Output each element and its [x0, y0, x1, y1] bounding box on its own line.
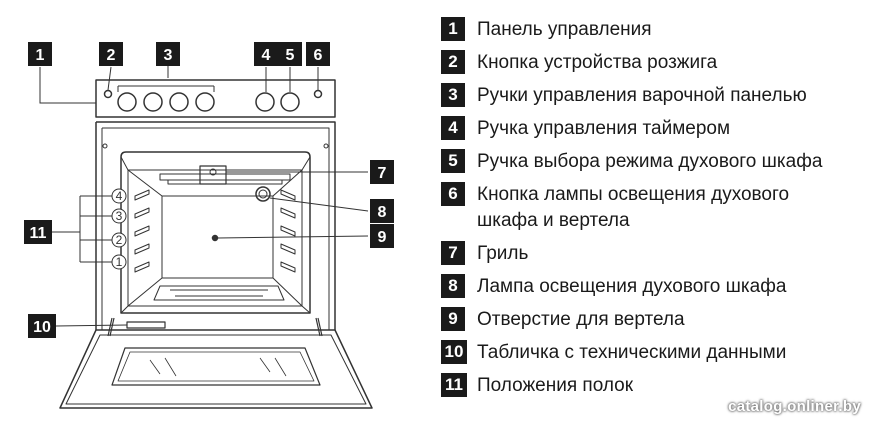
legend-item-8: 8 Лампа освещения духового шкафа	[441, 274, 881, 300]
callout-3: 3	[164, 47, 173, 64]
callout-10: 10	[33, 319, 51, 336]
legend-number: 4	[441, 116, 465, 140]
mode-knob	[280, 92, 300, 112]
legend-label: Кнопка лампы освещения духового шкафа и …	[477, 184, 790, 231]
right-shelf-guides	[280, 189, 296, 273]
oven-diagram: 4 3 2 1 1 2 3 4 5 6 7 8 9 10 11	[24, 42, 394, 409]
legend-item-3: 3 Ручки управления варочной панелью	[441, 83, 881, 109]
oven-lamp	[255, 186, 271, 202]
legend-label: Ручки управления варочной панелью	[477, 85, 807, 106]
timer-knob	[255, 92, 275, 112]
legend-label: Положения полок	[477, 375, 634, 396]
legend-item-2: 2 Кнопка устройства розжига	[441, 50, 881, 76]
legend-label: Лампа освещения духового шкафа	[477, 276, 787, 297]
legend-label: Панель управления	[477, 19, 652, 40]
callout-1: 1	[36, 47, 45, 64]
legend-item-4: 4 Ручка управления таймером	[441, 116, 881, 142]
legend-number: 11	[441, 373, 467, 397]
left-shelf-guides	[134, 189, 150, 273]
callout-8: 8	[378, 204, 387, 221]
lamp-button	[313, 89, 323, 99]
legend-item-11: 11 Положения полок	[441, 373, 881, 399]
callout-5: 5	[286, 47, 295, 64]
callout-7: 7	[378, 165, 387, 182]
legend-label: Табличка с техническими данными	[477, 342, 787, 363]
legend-item-6: 6 Кнопка лампы освещения духового шкафа …	[441, 182, 881, 234]
legend-label: Отверстие для вертела	[477, 309, 685, 330]
hob-knob-4	[195, 92, 215, 112]
callout-11: 11	[30, 225, 47, 242]
legend-item-9: 9 Отверстие для вертела	[441, 307, 881, 333]
legend: 1 Панель управления 2 Кнопка устройства …	[441, 17, 881, 399]
shelf-number-2: 2	[116, 233, 123, 247]
legend-item-5: 5 Ручка выбора режима духового шкафа	[441, 149, 881, 175]
legend-number: 10	[441, 340, 467, 364]
oven-body	[95, 121, 336, 330]
legend-number: 8	[441, 274, 465, 298]
hob-knob-1	[117, 92, 137, 112]
hob-knob-3	[169, 92, 189, 112]
shelf-number-4: 4	[116, 189, 123, 203]
door-window	[111, 347, 321, 386]
legend-label: Ручка выбора режима духового шкафа	[477, 151, 823, 172]
bottom-heater	[153, 285, 285, 301]
callout-2: 2	[107, 47, 116, 64]
oven-door	[59, 329, 373, 409]
igniter-button	[103, 89, 113, 99]
legend-number: 5	[441, 149, 465, 173]
hob-knob-2	[143, 92, 163, 112]
control-panel	[95, 79, 336, 118]
callout-4: 4	[262, 47, 271, 64]
legend-number: 6	[441, 182, 465, 206]
legend-number: 9	[441, 307, 465, 331]
watermark: catalog.onliner.by	[728, 398, 861, 415]
legend-item-10: 10 Табличка с техническими данными	[441, 340, 881, 366]
grill-element	[159, 173, 291, 185]
callout-6: 6	[314, 47, 323, 64]
legend-label: Гриль	[477, 243, 529, 264]
rating-plate	[126, 321, 166, 329]
legend-label: Кнопка устройства розжига	[477, 52, 718, 73]
legend-item-7: 7 Гриль	[441, 241, 881, 267]
shelf-number-3: 3	[116, 209, 123, 223]
spit-hole	[211, 234, 219, 242]
legend-number: 2	[441, 50, 465, 74]
shelf-number-1: 1	[116, 255, 123, 269]
shelf-positions	[111, 188, 127, 270]
legend-label: Ручка управления таймером	[477, 118, 731, 139]
oven-cavity	[120, 151, 311, 314]
legend-item-1: 1 Панель управления	[441, 17, 881, 43]
callout-9: 9	[378, 229, 387, 246]
legend-number: 7	[441, 241, 465, 265]
legend-number: 1	[441, 17, 465, 41]
legend-number: 3	[441, 83, 465, 107]
